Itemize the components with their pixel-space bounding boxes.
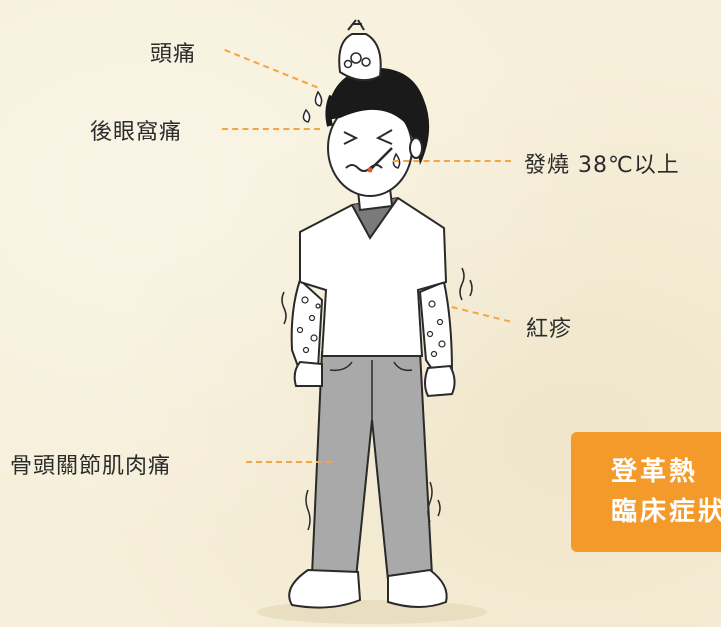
ice-bag	[338, 33, 382, 82]
badge-subtitle: 臨床症狀	[611, 497, 721, 527]
leader-line-retro-orbital	[222, 128, 320, 130]
label-rash: 紅疹	[526, 317, 573, 342]
label-fever: 發燒 38℃以上	[524, 153, 680, 178]
right-shoe	[387, 568, 448, 608]
t-shirt	[299, 196, 448, 357]
left-arm	[290, 278, 324, 374]
badge-title: 登革熱	[611, 457, 699, 487]
left-shoe	[288, 568, 362, 609]
leader-line-muscle-pain	[246, 461, 332, 463]
label-headache: 頭痛	[150, 42, 197, 67]
dengue-symptoms-badge: 登革熱 臨床症狀	[571, 432, 721, 552]
right-arm	[418, 280, 454, 380]
rash-spots	[296, 296, 446, 358]
label-bone-joint-muscle-pain: 骨頭關節肌肉痛	[10, 454, 172, 479]
leader-line-fever	[393, 160, 511, 162]
hair	[326, 67, 430, 165]
label-retro-orbital-pain: 後眼窩痛	[90, 120, 183, 145]
